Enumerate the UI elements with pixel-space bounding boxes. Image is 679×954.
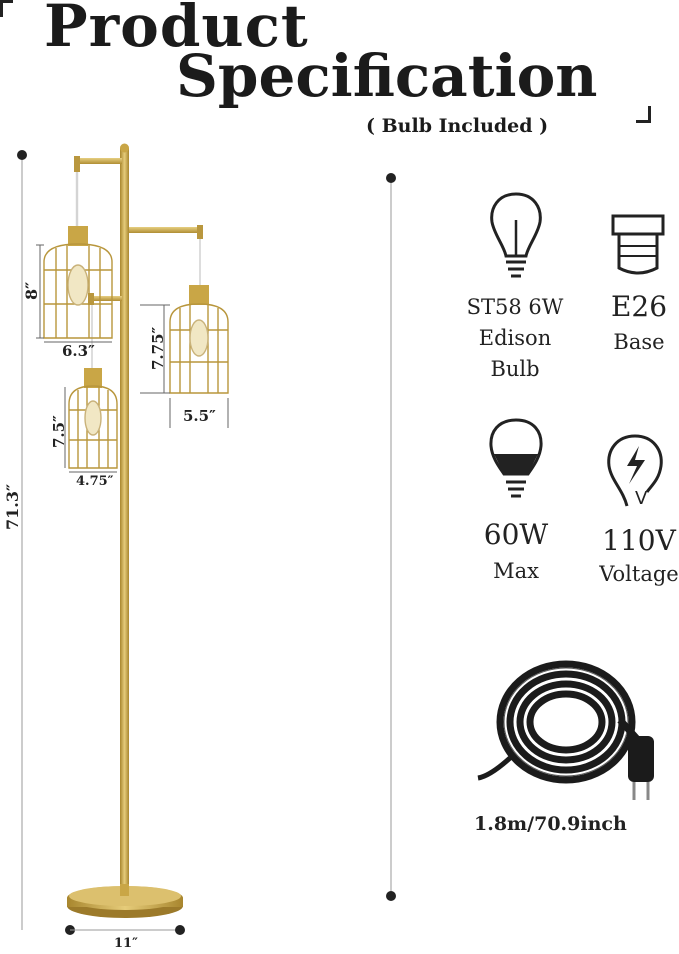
spec-bulb-line3: Bulb xyxy=(490,357,540,381)
lower-shade-width-label: 4.75″ xyxy=(76,474,114,489)
voltage-icon-letter: V xyxy=(635,488,648,509)
corner-bracket-bottom-right xyxy=(636,106,651,123)
lamp-base xyxy=(67,884,183,918)
lamp-arm-upper xyxy=(78,158,122,164)
e26-base-icon xyxy=(611,214,665,275)
cage-shade-right xyxy=(169,285,229,394)
total-height-label: 71.3″ xyxy=(3,483,22,530)
power-cord-icon xyxy=(477,660,654,800)
spec-voltage-value: 110V xyxy=(602,524,676,557)
cage-shade-upper xyxy=(43,226,113,339)
spec-wattage-label: Max xyxy=(493,559,539,583)
right-shade-height-label: 7.75″ xyxy=(149,326,167,370)
voltage-icon: V xyxy=(607,434,663,509)
section-divider xyxy=(386,173,396,901)
lower-shade-height-label: 7.5″ xyxy=(50,415,68,448)
right-shade-width-label: 5.5″ xyxy=(183,407,216,425)
lamp-pole xyxy=(120,148,129,888)
shade-dimension-guides xyxy=(36,244,229,473)
page-title-line1: Product xyxy=(44,0,309,60)
upper-shade-height-label: 8″ xyxy=(22,281,41,300)
spec-base-value: E26 xyxy=(610,290,668,323)
a19-bulb-icon xyxy=(489,418,543,498)
spec-bulb-line1: ST58 6W xyxy=(466,295,564,319)
upper-shade-width-label: 6.3″ xyxy=(62,342,95,360)
spec-wattage-value: 60W xyxy=(483,518,549,551)
page-title-line2: Specification xyxy=(176,42,598,110)
page-subtitle: ( Bulb Included ) xyxy=(366,115,549,137)
spec-bulb-line2: Edison xyxy=(478,326,552,350)
lamp-arm-right xyxy=(129,227,199,233)
spec-base-label: Base xyxy=(613,330,665,354)
spec-voltage-label: Voltage xyxy=(599,562,679,586)
cage-shade-lower xyxy=(68,368,118,469)
spec-bulb-text: ST58 6W Edison Bulb xyxy=(452,292,578,385)
lamp-arm-lower xyxy=(92,296,122,301)
edison-bulb-icon xyxy=(490,192,542,278)
base-width-label: 11″ xyxy=(114,936,138,951)
cord-length-label: 1.8m/70.9inch xyxy=(474,813,627,835)
corner-bracket-top-left xyxy=(0,0,13,17)
base-width-dimension-line xyxy=(70,925,185,935)
